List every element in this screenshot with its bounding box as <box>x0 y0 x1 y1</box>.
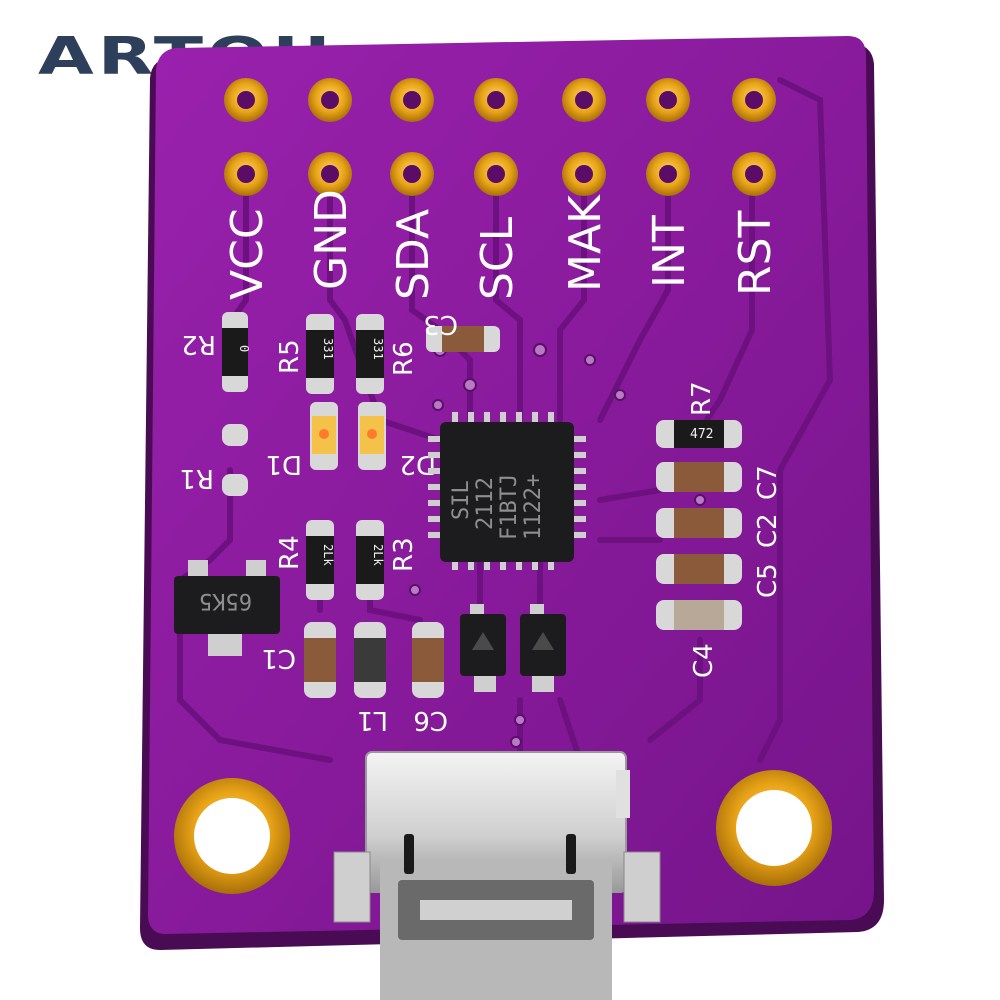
pin-label-mak: MAK <box>560 194 611 292</box>
pin-label-rst: RST <box>730 210 781 296</box>
label-c7: C7 <box>753 465 783 500</box>
diode-2 <box>520 604 566 692</box>
label-l1: L1 <box>357 705 388 735</box>
resistor-r2: 0 R2 <box>181 312 251 392</box>
mounting-hole-right <box>716 770 832 886</box>
resistor-r6: 331 R6 <box>356 314 419 394</box>
capacitor-c6: C6 <box>412 622 448 735</box>
capacitor-c1: C1 <box>261 622 336 698</box>
pin-label-sda: SDA <box>388 209 439 300</box>
capacitor-c4: C4 <box>656 600 742 678</box>
label-r6: R6 <box>389 341 419 376</box>
resistor-r3-code: 2Lk <box>371 544 385 566</box>
label-r3: R3 <box>389 537 419 572</box>
regulator-sot23: 65K5 <box>174 560 280 656</box>
resistor-r6-code: 331 <box>371 338 385 360</box>
capacitor-c7: C7 <box>656 462 783 500</box>
chip-marking-line4: 1122+ <box>521 474 546 540</box>
pcb-traces <box>177 77 834 763</box>
resistor-r2-code: 0 <box>237 345 251 352</box>
label-d1: D1 <box>265 449 302 479</box>
label-r2: R2 <box>181 329 216 359</box>
capacitor-c5: C5 <box>656 554 783 598</box>
resistor-r1-pads: R1 <box>179 424 248 496</box>
pin-label-int: INT <box>644 215 695 288</box>
label-c3: C3 <box>423 309 458 339</box>
usb-bridge-chip: SIL 2112 F1BTJ 1122+ <box>428 412 586 570</box>
pin-label-vcc: VCC <box>222 208 273 300</box>
led-d1: D1 <box>265 402 338 479</box>
pin-label-gnd: GND <box>306 189 357 290</box>
resistor-r4: 2Lk R4 <box>275 520 335 600</box>
pin-label-scl: SCL <box>472 216 523 300</box>
chip-marking-line2: 2112 <box>473 477 498 530</box>
chip-marking-line1: SIL <box>449 480 474 520</box>
capacitor-c2: C2 <box>656 508 783 548</box>
resistor-r5: 331 R5 <box>275 314 335 394</box>
label-c6: C6 <box>413 705 448 735</box>
pin-labels: VCC GND SDA SCL MAK INT RST <box>222 189 781 300</box>
resistor-r7-code: 472 <box>690 427 713 442</box>
led-d2: D2 <box>358 402 436 479</box>
inductor-l1: L1 <box>354 622 388 735</box>
label-c2: C2 <box>753 513 783 548</box>
label-r1: R1 <box>179 463 214 493</box>
micro-usb-connector <box>333 751 661 1000</box>
chip-marking-line3: F1BTJ <box>497 474 522 540</box>
resistor-r7: 472 R7 <box>656 381 742 448</box>
mounting-hole-left <box>174 778 290 894</box>
resistor-r4-code: 2Lk <box>321 544 335 566</box>
capacitor-c3: C3 <box>423 309 500 352</box>
label-c1: C1 <box>261 643 296 673</box>
label-r7: R7 <box>687 381 717 416</box>
label-c4: C4 <box>689 643 719 678</box>
label-r5: R5 <box>275 339 305 374</box>
resistor-r5-code: 331 <box>321 338 335 360</box>
header-pin-row-bottom <box>224 152 776 196</box>
label-c5: C5 <box>753 563 783 598</box>
header-pin-row-top <box>224 78 776 122</box>
regulator-marking: 65K5 <box>199 588 252 613</box>
resistor-r3: 2Lk R3 <box>356 520 419 600</box>
diode-1 <box>460 604 506 692</box>
label-r4: R4 <box>275 535 305 570</box>
